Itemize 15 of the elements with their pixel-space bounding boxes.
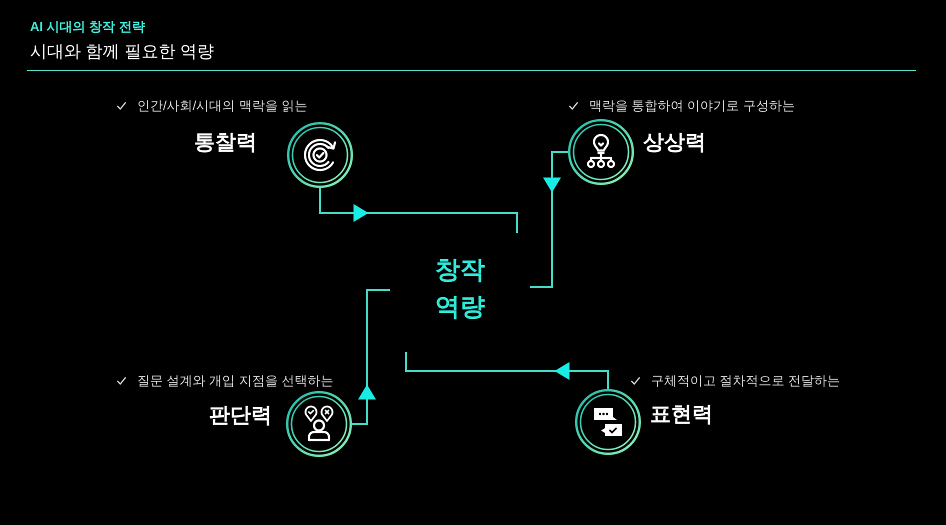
- skill-heading: 표현력: [650, 402, 713, 428]
- section-kicker: AI 시대의 창작 전략: [30, 18, 145, 36]
- connector-arrow: [352, 289, 390, 425]
- connector-arrow: [530, 151, 568, 288]
- description-text: 질문 설계와 개입 지점을 선택하는: [137, 372, 334, 390]
- skill-heading: 상상력: [643, 130, 706, 156]
- connector-arrow: [319, 188, 518, 233]
- skill-heading: 판단력: [209, 403, 272, 429]
- page-title: 시대와 함께 필요한 역량: [30, 41, 214, 63]
- skill-heading: 통찰력: [194, 130, 257, 156]
- description-text: 구체적이고 절차적으로 전달하는: [651, 372, 840, 390]
- description-text: 맥락을 통합하여 이야기로 구성하는: [589, 97, 795, 115]
- hub-label: 창작 역량: [434, 254, 486, 322]
- connector-arrow: [405, 352, 609, 389]
- description-text: 인간/사회/시대의 맥락을 읽는: [137, 97, 308, 115]
